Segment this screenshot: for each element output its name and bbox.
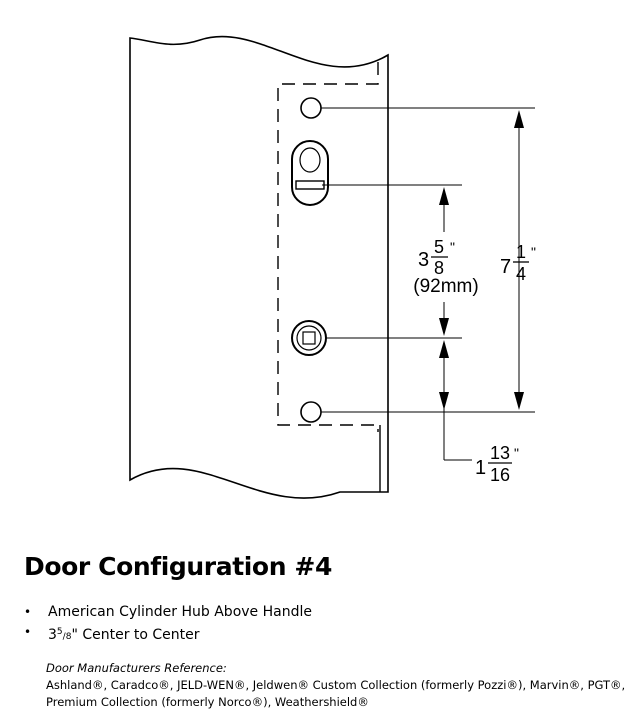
bottom-arrow-bottom [439,392,449,410]
overall-dim-unit: " [531,244,536,260]
bottom-dim-unit: " [514,445,519,461]
bottom-arrow-top [439,340,449,358]
cylinder-hub [291,140,329,206]
handle-hub-inner [296,325,322,351]
manufacturer-reference: Door Manufacturers Reference: Ashland®, … [46,660,625,711]
list-item-numerator: 5 [56,627,63,637]
page-title: Door Configuration #4 [24,552,332,581]
bullet-icon: • [24,625,32,639]
center-dim-unit: " [450,239,455,255]
center-arrow-top [439,187,449,205]
reference-line-2: Premium Collection (formerly Norco®), We… [46,695,369,709]
bottom-dim-numerator: 13 [490,443,510,463]
door-hardware-diagram: 3 5 8 " (92mm) 7 1 4 " 1 13 16 " [129,35,536,499]
overall-arrow-bottom [514,392,524,410]
list-item-text: American Cylinder Hub Above Handle [48,604,312,620]
list-item-slash: / [62,632,66,642]
bottom-dim-whole: 1 [475,457,486,479]
cylinder-key-slot [295,180,325,190]
spindle-square [302,331,316,345]
overall-dim-numerator: 1 [516,242,526,262]
overall-arrow-top [514,110,524,128]
door-outline [129,35,389,499]
mortise-dashed-outline [277,62,379,432]
overall-dim-whole: 7 [500,256,511,278]
list-item-denominator: 8 [65,632,72,642]
reference-heading: Door Manufacturers Reference: [46,661,227,675]
list-item-whole: 3 [48,627,57,643]
cylinder-inner [299,147,321,173]
bottom-dim-denominator: 16 [490,465,510,485]
center-dim-numerator: 5 [434,237,444,257]
center-arrow-bottom [439,318,449,336]
overall-dim-denominator: 4 [516,264,526,284]
feature-list: • American Cylinder Hub Above Handle • 3… [24,602,312,647]
center-dim-whole: 3 [418,249,429,271]
list-item: • 35/8" Center to Center [24,622,312,647]
list-item: • American Cylinder Hub Above Handle [24,602,312,622]
reference-line-1: Ashland®, Caradco®, JELD-WEN®, Jeldwen® … [46,678,626,692]
center-dim-denominator: 8 [434,258,444,278]
center-dim-metric: (92mm) [413,276,478,297]
top-screw-hole [300,97,322,119]
bullet-icon: • [24,605,32,619]
bottom-screw-hole [300,401,322,423]
list-item-text: " Center to Center [71,627,200,643]
